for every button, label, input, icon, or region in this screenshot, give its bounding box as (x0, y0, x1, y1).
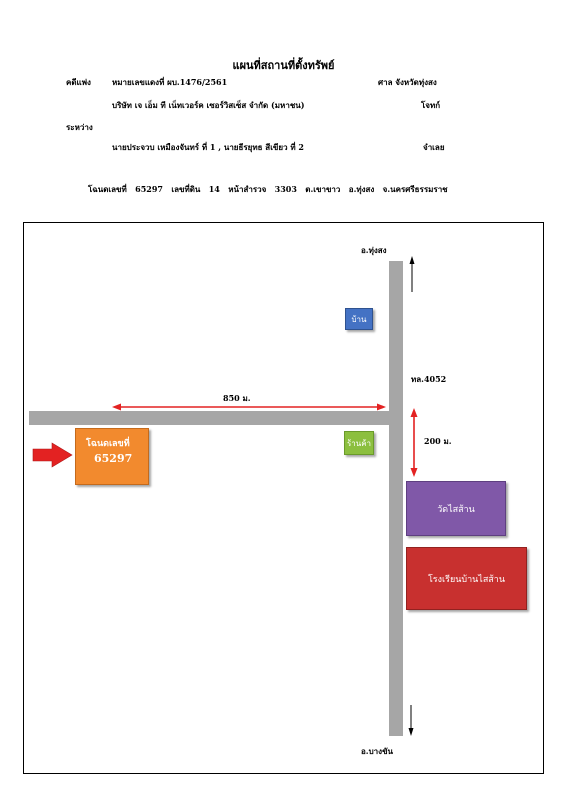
school-box: โรงเรียนบ้านไสส้าน (406, 547, 527, 610)
north-destination-label: อ.ทุ่งสง (361, 245, 387, 255)
temple-box: วัดไสส้าน (406, 481, 506, 536)
south-destination-label: อ.บางขัน (361, 746, 394, 756)
location-map (23, 222, 544, 774)
south-arrow-icon (408, 705, 414, 736)
main-road (389, 261, 403, 736)
page-title: แผนที่สถานที่ตั้งทรัพย์ (232, 59, 335, 72)
side-road (29, 411, 403, 425)
deed-box-title: โฉนดเลขที่ (86, 439, 130, 449)
case-number: หมายเลขแดงที่ ผบ.1476/2561 (112, 77, 228, 87)
defendant-names: นายประจวบ เหมืองจันทร์ ที่ 1 , นายธีรยุท… (112, 142, 304, 152)
deed-info-line: โฉนดเลขที่ 65297 เลขที่ดิน 14 หน้าสำรวจ … (88, 184, 448, 194)
highway-label: ทล.4052 (411, 374, 447, 384)
plaintiff-name: บริษัท เจ เอ็ม ที เน็ทเวอร์ค เซอร์วิสเซ็… (112, 100, 305, 110)
house-box: บ้าน (345, 308, 373, 330)
main-road-distance-arrow (410, 408, 418, 477)
defendant-role: จำเลย (423, 142, 445, 152)
school-label: โรงเรียนบ้านไสส้าน (427, 574, 506, 585)
main-road-distance-label: 200 ม. (424, 436, 452, 446)
house-label: บ้าน (351, 314, 367, 324)
deed-box: โฉนดเลขที่ 65297 (75, 428, 149, 485)
court-name: ศาล จังหวัดทุ่งสง (378, 77, 437, 87)
pointer-arrow-icon (32, 442, 73, 468)
shop-box: ร้านค้า (344, 431, 374, 455)
case-label: คดีแพ่ง (66, 77, 91, 87)
plaintiff-role: โจทก์ (421, 100, 441, 110)
side-road-distance-label: 850 ม. (223, 393, 251, 403)
between-label: ระหว่าง (66, 122, 93, 132)
deed-box-number: 65297 (94, 452, 133, 465)
north-arrow-icon (409, 256, 415, 292)
shop-label: ร้านค้า (346, 438, 372, 448)
side-road-distance-arrow (112, 403, 386, 411)
temple-label: วัดไสส้าน (437, 504, 475, 515)
